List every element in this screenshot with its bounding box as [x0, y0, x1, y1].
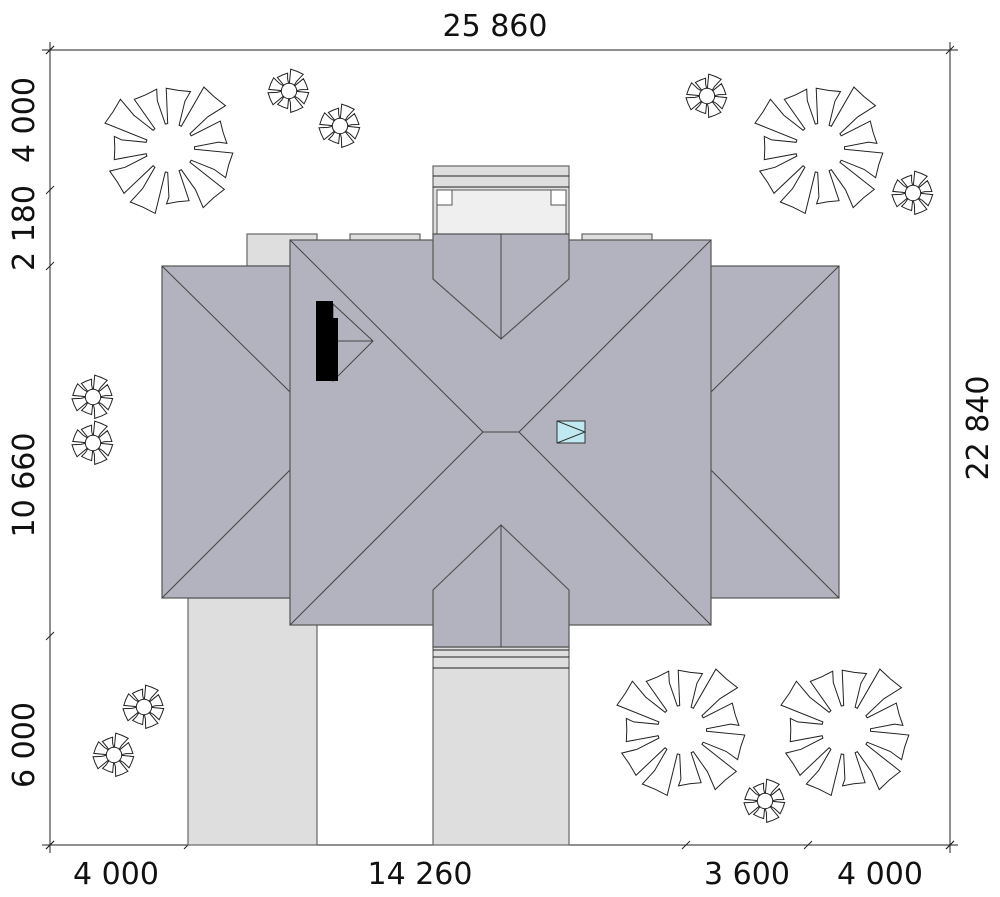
chimney: [316, 301, 374, 383]
shrub-center: [280, 82, 298, 100]
shrub-center: [84, 434, 102, 452]
dimension-left-2: 2 180: [7, 185, 42, 271]
dimension-tick: [45, 185, 55, 195]
roof: [161, 233, 840, 648]
trees: [71, 68, 934, 824]
shrub-center: [698, 87, 716, 105]
shrub-center: [105, 746, 123, 764]
dimension-bottom-1: 4 000: [73, 857, 159, 892]
rear-terrace: [432, 165, 570, 235]
dimension-right-total: 22 840: [961, 376, 996, 481]
dimension-bottom-3: 3 600: [704, 857, 790, 892]
dimension-tick: [803, 840, 813, 850]
dimension-tick: [45, 261, 55, 271]
dimension-tick: [945, 45, 955, 55]
skylight: [556, 420, 587, 444]
dimension-tick: [45, 631, 55, 641]
tree-icon: [104, 86, 234, 215]
dimension-left-4: 6 000: [7, 702, 42, 788]
dimension-left-1: 4 000: [7, 77, 42, 163]
tree-icon: [616, 668, 746, 797]
shrub-center: [84, 388, 102, 406]
dimension-bottom-4: 4 000: [837, 857, 923, 892]
tree-icon: [780, 668, 910, 797]
roof-left-wing: [161, 265, 293, 599]
shrub-center: [331, 117, 349, 135]
dimension-tick: [45, 840, 55, 850]
roof-right-wing: [708, 265, 840, 599]
dimension-left-3: 10 660: [7, 433, 42, 538]
dimension-tick: [45, 45, 55, 55]
dimension-tick: [945, 840, 955, 850]
shrub-center: [904, 184, 922, 202]
dimension-top-total: 25 860: [443, 9, 548, 44]
tree-icon: [754, 86, 884, 215]
front-driveway: [432, 646, 570, 846]
dimension-tick: [681, 840, 691, 850]
dimension-bottom-2: 14 260: [368, 857, 473, 892]
left-driveway: [187, 597, 318, 846]
shrub-center: [135, 698, 153, 716]
shrub-center: [756, 792, 774, 810]
